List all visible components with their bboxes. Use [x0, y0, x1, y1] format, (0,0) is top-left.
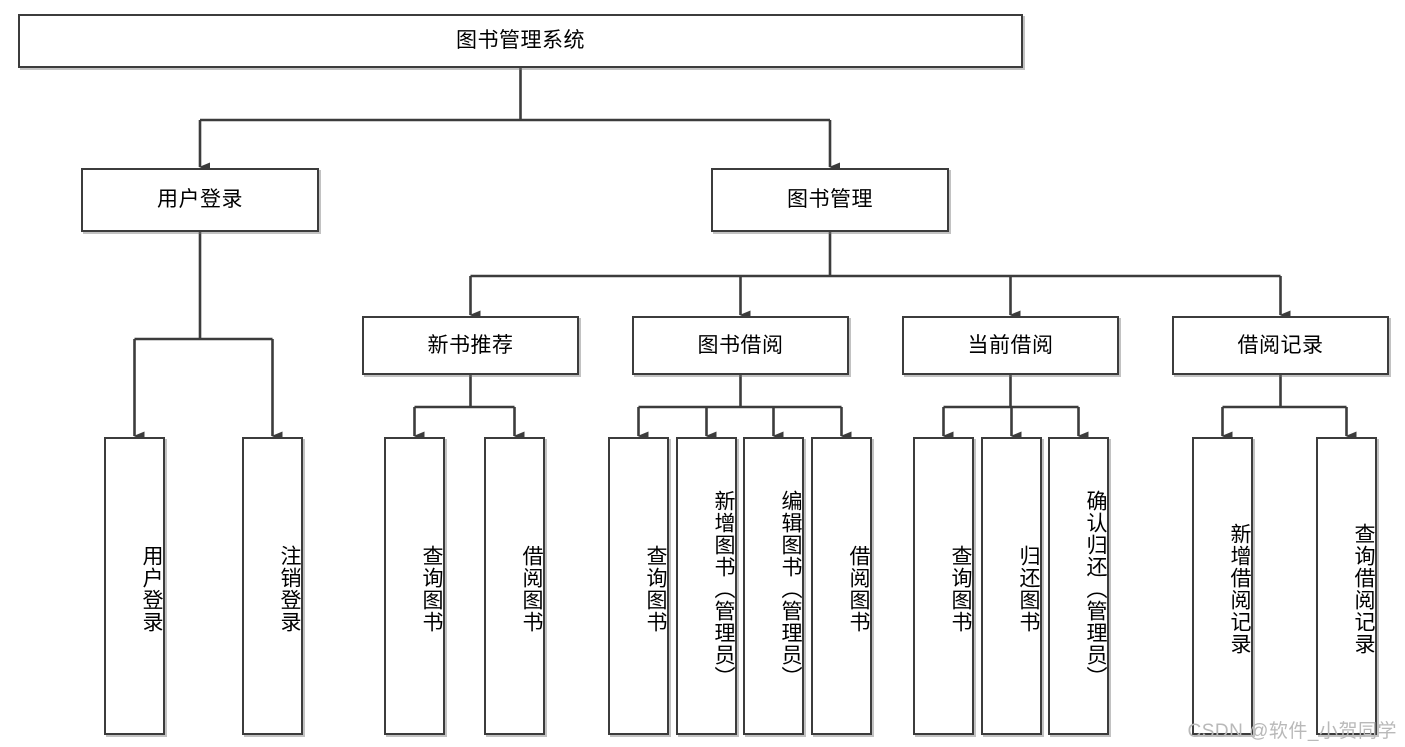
node-l2-user-login[interactable]: 用户登录: [81, 168, 319, 232]
watermark-text: CSDN @软件_小贺同学: [1187, 721, 1397, 742]
node-leaf-query-borrow-record[interactable]: 查询借阅记录: [1316, 437, 1377, 735]
node-label: 用户登录: [140, 545, 163, 633]
node-l3-borrow-record[interactable]: 借阅记录: [1172, 316, 1389, 375]
node-label: 用户登录: [157, 188, 243, 212]
node-label: 新增图书（管理员）: [712, 490, 735, 688]
node-label: 查询图书: [420, 545, 443, 633]
node-leaf-add-borrow-record[interactable]: 新增借阅记录: [1192, 437, 1253, 735]
node-leaf-query-book-3[interactable]: 查询图书: [913, 437, 974, 735]
node-label: 注销登录: [278, 545, 301, 633]
node-label: 图书管理系统: [456, 29, 585, 53]
node-leaf-edit-book-admin[interactable]: 编辑图书（管理员）: [743, 437, 804, 735]
node-leaf-user-login[interactable]: 用户登录: [104, 437, 165, 735]
node-label: 查询图书: [949, 545, 972, 633]
node-l3-book-borrow[interactable]: 图书借阅: [632, 316, 849, 375]
node-label: 图书借阅: [697, 333, 784, 357]
node-leaf-logout[interactable]: 注销登录: [242, 437, 303, 735]
node-l3-current-borrow[interactable]: 当前借阅: [902, 316, 1119, 375]
node-label: 编辑图书（管理员）: [779, 490, 802, 688]
node-leaf-return-book[interactable]: 归还图书: [981, 437, 1042, 735]
node-leaf-borrow-book-2[interactable]: 借阅图书: [811, 437, 872, 735]
node-leaf-query-book-1[interactable]: 查询图书: [384, 437, 445, 735]
node-label: 查询图书: [644, 545, 667, 633]
node-label: 借阅图书: [847, 545, 870, 633]
node-l3-new-book-rec[interactable]: 新书推荐: [362, 316, 579, 375]
node-label: 归还图书: [1017, 545, 1040, 633]
node-leaf-add-book-admin[interactable]: 新增图书（管理员）: [676, 437, 737, 735]
node-label: 借阅图书: [520, 545, 543, 633]
node-label: 当前借阅: [967, 333, 1054, 357]
node-label: 查询借阅记录: [1352, 523, 1375, 655]
node-label: 新增借阅记录: [1228, 523, 1251, 655]
node-label: 新书推荐: [427, 333, 514, 357]
node-label: 图书管理: [787, 188, 873, 212]
node-label: 借阅记录: [1237, 333, 1324, 357]
node-label: 确认归还（管理员）: [1084, 490, 1107, 688]
node-root[interactable]: 图书管理系统: [18, 14, 1023, 68]
node-leaf-confirm-return-admin[interactable]: 确认归还（管理员）: [1048, 437, 1109, 735]
node-leaf-query-book-2[interactable]: 查询图书: [608, 437, 669, 735]
node-leaf-borrow-book-1[interactable]: 借阅图书: [484, 437, 545, 735]
node-l2-book-manage[interactable]: 图书管理: [711, 168, 949, 232]
